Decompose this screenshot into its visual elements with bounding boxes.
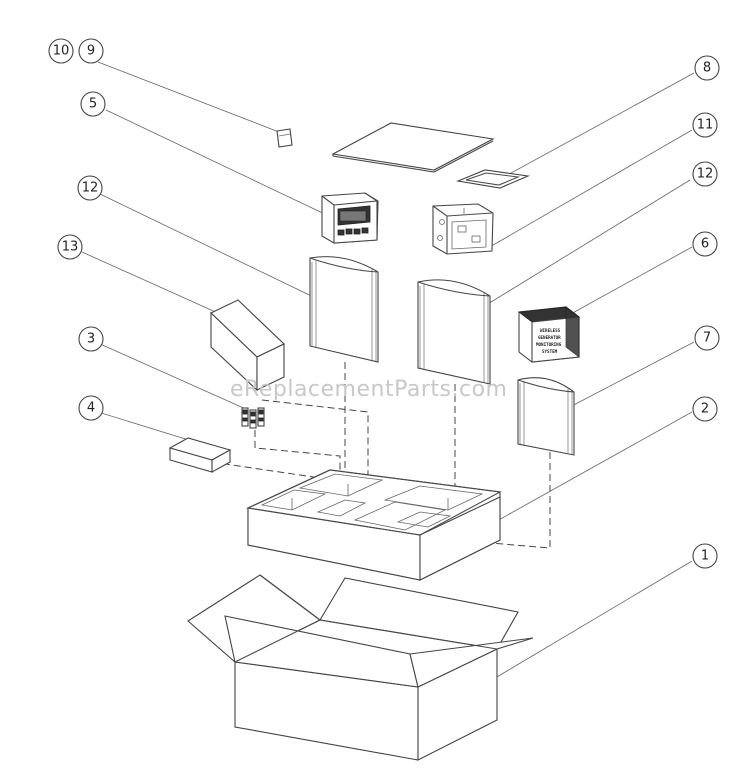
svg-text:4: 4: [87, 401, 95, 416]
callout-4: 4: [78, 395, 104, 421]
connectors-part: [241, 407, 265, 429]
small-sleeve-part: [517, 377, 575, 456]
manual-card-part: [276, 128, 293, 148]
left-sleeve-part: [309, 256, 379, 363]
back-housing-part: [432, 203, 494, 255]
callout-8: 8: [694, 55, 720, 81]
callout-2: 2: [692, 396, 718, 422]
callout-9: 9: [78, 38, 104, 64]
svg-text:12: 12: [82, 181, 99, 196]
callout-6: 6: [692, 231, 718, 257]
svg-text:2: 2: [701, 402, 709, 417]
svg-text:8: 8: [703, 61, 711, 76]
monitor-label-line-2: GENERATOR: [538, 335, 561, 340]
svg-text:3: 3: [87, 332, 95, 347]
svg-text:13: 13: [62, 240, 79, 255]
callout-3: 3: [78, 326, 104, 352]
display-unit-part: [321, 192, 379, 244]
monitor-label-line-4: SYSTEM: [542, 349, 558, 354]
monitor-label-line-1: WIRELESS: [540, 328, 561, 333]
svg-text:11: 11: [697, 118, 714, 133]
svg-text:5: 5: [89, 97, 97, 112]
watermark-text: eReplacementParts.com: [230, 377, 507, 402]
callout-11: 11: [692, 112, 718, 138]
gasket-part: [455, 169, 531, 189]
callout-1: 1: [692, 543, 718, 569]
svg-text:7: 7: [703, 331, 711, 346]
svg-text:1: 1: [701, 549, 709, 564]
wireless-monitor-part: WIRELESS GENERATOR MONITORING SYSTEM: [517, 306, 581, 363]
monitor-label-line-3: MONITORING: [536, 342, 562, 347]
callout-10: 10: [48, 38, 74, 64]
top-sheet-part: [331, 122, 495, 173]
svg-text:6: 6: [701, 237, 709, 252]
callout-5: 5: [80, 91, 106, 117]
callout-12-right: 12: [692, 161, 718, 187]
svg-text:10: 10: [53, 44, 70, 59]
callout-7: 7: [694, 325, 720, 351]
foam-block-part: [210, 299, 285, 392]
small-block-part: [168, 437, 232, 473]
right-sleeve-part: [417, 279, 491, 385]
callout-12-left: 12: [77, 175, 103, 201]
svg-text:12: 12: [697, 167, 714, 182]
foam-tray-part: [246, 469, 502, 581]
carton-box-part: [187, 574, 534, 761]
callout-13: 13: [57, 234, 83, 260]
leader-lines: [81, 61, 695, 688]
svg-text:9: 9: [87, 44, 95, 59]
